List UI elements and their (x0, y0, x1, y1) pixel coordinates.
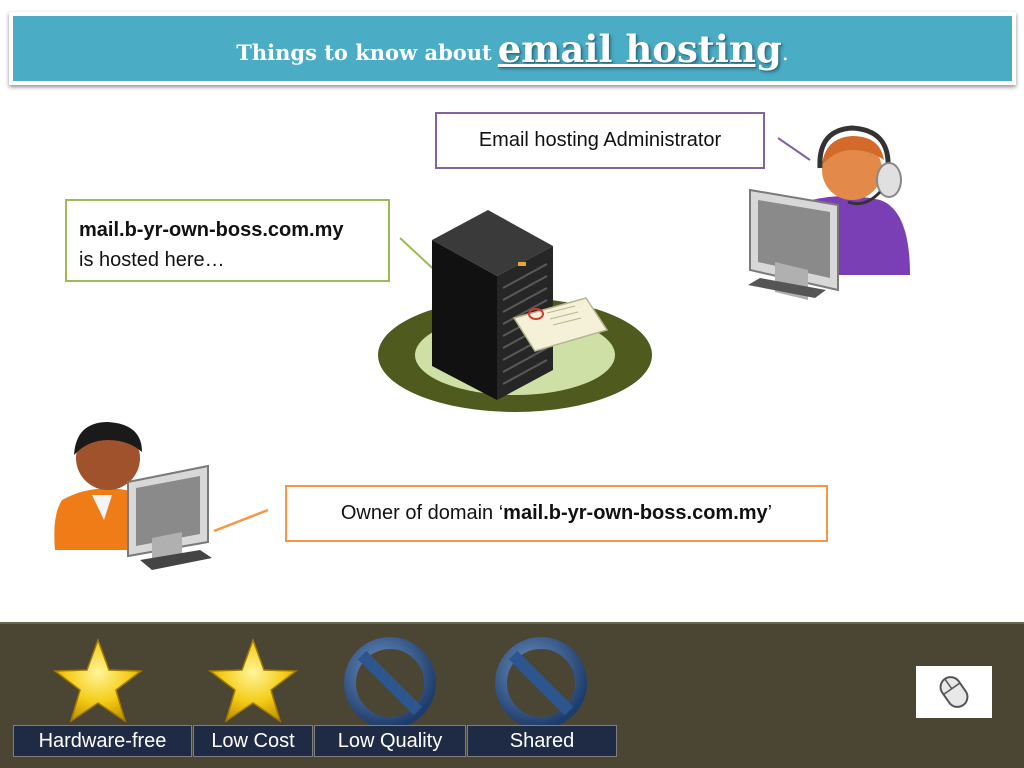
feature-label-hardware-free: Hardware-free (13, 725, 192, 757)
owner-connector-line (213, 508, 269, 533)
slide-title-bar: Things to know about email hosting . (9, 12, 1016, 85)
title-prefix: Things to know about (236, 40, 492, 65)
prohibited-icon (344, 637, 436, 729)
feature-label-shared: Shared (467, 725, 617, 757)
star-icon (207, 637, 299, 723)
admin-callout: Email hosting Administrator (435, 112, 765, 169)
hosted-domain-text: mail.b-yr-own-boss.com.my (79, 219, 344, 241)
mouse-icon (939, 676, 969, 708)
owner-prefix-text: Owner of domain ‘ (340, 502, 504, 524)
star-icon (52, 637, 144, 723)
owner-domain-text: mail.b-yr-own-boss.com.my (503, 502, 768, 524)
owner-callout: Owner of domain ‘mail.b-yr-own-boss.com.… (285, 485, 828, 542)
feature-label-low-cost: Low Cost (193, 725, 313, 757)
administrator-avatar-icon (748, 125, 910, 300)
domain-owner-avatar-icon (54, 422, 212, 570)
title-suffix: . (781, 41, 789, 66)
title-main: email hosting (497, 26, 782, 71)
owner-suffix-text: ’ (767, 502, 773, 524)
admin-connector-line (777, 137, 811, 161)
mouse-nav-button[interactable] (916, 666, 992, 718)
envelope-icon (512, 297, 609, 352)
admin-callout-text: Email hosting Administrator (478, 129, 722, 151)
hosted-description-text: is hosted here… (79, 249, 225, 271)
prohibited-icon (495, 637, 587, 729)
hosted-callout: mail.b-yr-own-boss.com.my is hosted here… (65, 199, 390, 282)
server-tower-icon (432, 210, 553, 400)
illustration-layer (54, 125, 910, 570)
feature-label-low-quality: Low Quality (314, 725, 466, 757)
